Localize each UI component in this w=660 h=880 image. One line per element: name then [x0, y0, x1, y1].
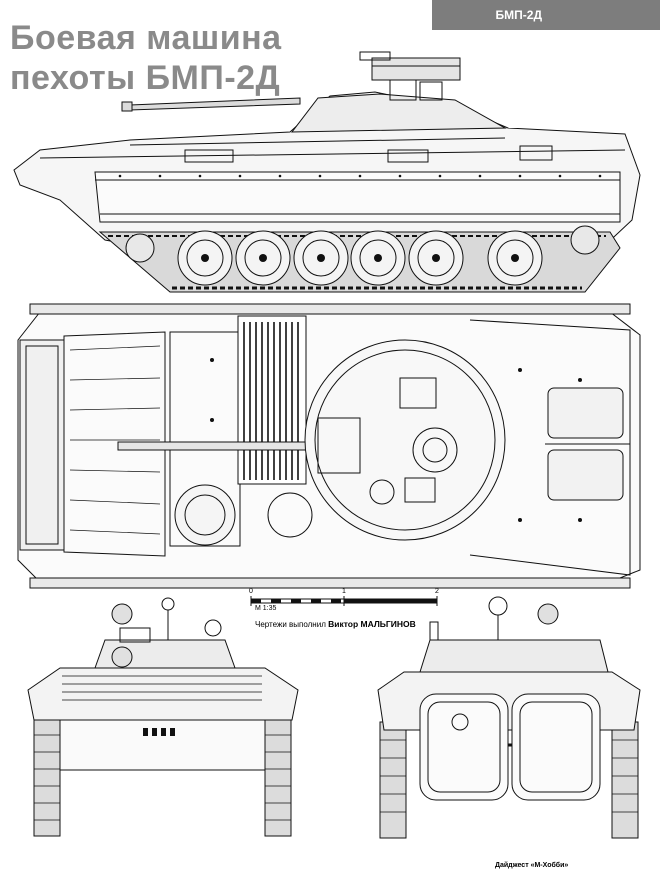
credit-prefix: Чертежи выполнил [255, 620, 326, 629]
side-view [13, 51, 641, 293]
header-tag: БМП-2Д [432, 0, 660, 30]
top-view [17, 303, 641, 589]
scale-tick-1: 1 [342, 588, 346, 595]
front-view [27, 597, 299, 837]
title-line-2: пехоты БМП-2Д [10, 59, 281, 97]
drawing-credit: Чертежи выполнил Виктор МАЛЬГИНОВ [255, 619, 416, 629]
footer-source: Дайджест «М-Хобби» [495, 862, 569, 869]
scale-bar [250, 596, 438, 606]
rear-view [377, 596, 641, 839]
credit-author: Виктор МАЛЬГИНОВ [328, 619, 416, 629]
scale-tick-2: 2 [435, 588, 439, 595]
title-line-1: Боевая машина [10, 19, 282, 57]
header-tag-label: БМП-2Д [495, 8, 542, 22]
scale-tick-0: 0 [249, 588, 253, 595]
page-title: Боевая машина пехоты БМП-2Д [10, 18, 282, 98]
scale-ratio: М 1:35 [255, 605, 277, 612]
